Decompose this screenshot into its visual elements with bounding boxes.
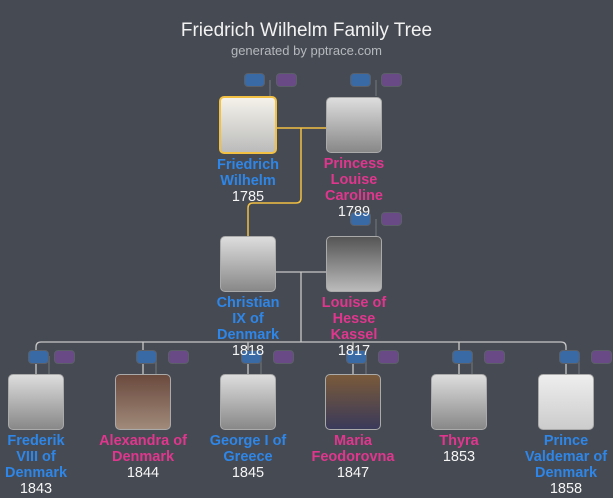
add-father-button[interactable]: [350, 212, 371, 226]
highlight-path: [247, 127, 326, 236]
add-mother-button[interactable]: [591, 350, 612, 364]
add-mother-button[interactable]: [378, 350, 399, 364]
add-mother-button[interactable]: [381, 73, 402, 87]
add-father-button[interactable]: [28, 350, 49, 364]
birth-year: 1853: [442, 449, 476, 465]
person-name: Thyra: [439, 433, 479, 449]
person-node[interactable]: Thyra 1853: [404, 374, 514, 465]
person-name: Christian IX of Denmark: [216, 295, 280, 343]
birth-year: 1847: [336, 465, 370, 481]
add-mother-button[interactable]: [273, 350, 294, 364]
portrait-photo[interactable]: [325, 374, 381, 430]
add-father-button[interactable]: [452, 350, 473, 364]
portrait-photo[interactable]: [326, 97, 382, 153]
birth-year: 1818: [231, 343, 265, 359]
add-father-button[interactable]: [136, 350, 157, 364]
page-title: Friedrich Wilhelm Family Tree: [180, 20, 433, 41]
person-name: Princess Louise Caroline: [323, 156, 385, 204]
birth-year: 1844: [126, 465, 160, 481]
person-node[interactable]: Louise of Hesse Kassel 1817: [299, 236, 409, 359]
person-name: George I of Greece: [209, 433, 287, 465]
person-node[interactable]: Maria Feodorovna 1847: [298, 374, 408, 481]
portrait-photo[interactable]: [220, 236, 276, 292]
add-father-button[interactable]: [241, 350, 262, 364]
add-mother-button[interactable]: [381, 212, 402, 226]
person-node[interactable]: Princess Louise Caroline 1789: [299, 97, 409, 220]
add-mother-button[interactable]: [54, 350, 75, 364]
add-father-button[interactable]: [559, 350, 580, 364]
person-name: Frederik VIII of Denmark: [4, 433, 68, 481]
birth-year: 1789: [337, 204, 371, 220]
person-node[interactable]: Christian IX of Denmark 1818: [193, 236, 303, 359]
children-bus: [35, 341, 567, 374]
portrait-photo[interactable]: [538, 374, 594, 430]
person-name: Maria Feodorovna: [311, 433, 395, 465]
add-mother-button[interactable]: [168, 350, 189, 364]
person-node[interactable]: Prince Valdemar of Denmark 1858: [511, 374, 613, 497]
portrait-photo[interactable]: [220, 374, 276, 430]
add-father-button[interactable]: [244, 73, 265, 87]
person-name: Prince Valdemar of Denmark: [524, 433, 608, 481]
birth-year: 1817: [337, 343, 371, 359]
button-stems: [48, 80, 580, 374]
birth-year: 1858: [549, 481, 583, 497]
person-node[interactable]: Alexandra of Denmark 1844: [88, 374, 198, 481]
person-name: Alexandra of Denmark: [99, 433, 187, 465]
portrait-photo[interactable]: [219, 96, 277, 154]
person-name: Louise of Hesse Kassel: [321, 295, 387, 343]
add-mother-button[interactable]: [276, 73, 297, 87]
portrait-photo[interactable]: [115, 374, 171, 430]
portrait-photo[interactable]: [8, 374, 64, 430]
person-name: Friedrich Wilhelm: [216, 157, 280, 189]
portrait-photo[interactable]: [326, 236, 382, 292]
birth-year: 1785: [231, 189, 265, 205]
parent-child-line-gen1: [247, 128, 302, 236]
birth-year: 1845: [231, 465, 265, 481]
person-node[interactable]: Frederik VIII of Denmark 1843: [0, 374, 91, 497]
add-father-button[interactable]: [346, 350, 367, 364]
add-father-button[interactable]: [350, 73, 371, 87]
person-node[interactable]: Friedrich Wilhelm 1785: [193, 96, 303, 205]
portrait-photo[interactable]: [431, 374, 487, 430]
person-node[interactable]: George I of Greece 1845: [193, 374, 303, 481]
page-subtitle: generated by pptrace.com: [230, 43, 383, 58]
birth-year: 1843: [19, 481, 53, 497]
add-mother-button[interactable]: [484, 350, 505, 364]
